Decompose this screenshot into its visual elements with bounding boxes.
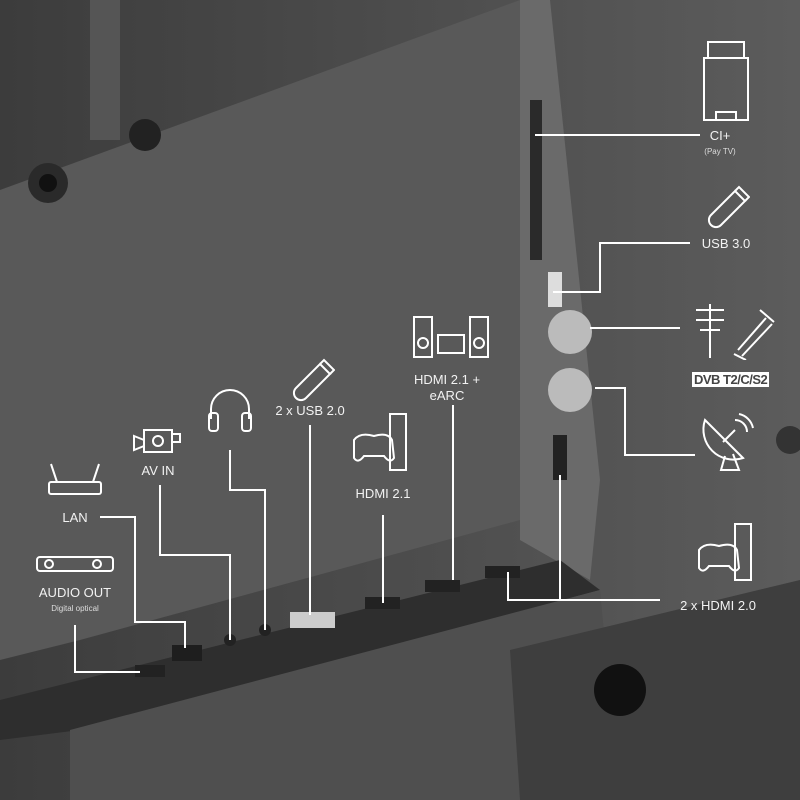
antenna-icon (696, 304, 775, 360)
connector-lines (74, 134, 700, 673)
audio-out-label: AUDIO OUT Digital optical (39, 585, 111, 617)
hdmi21-earc-label-line2: eARC (429, 388, 465, 403)
soundbar-icon (36, 556, 114, 572)
hdmi20-label: 2 x HDMI 2.0 (680, 598, 756, 613)
usb-stick-icon (707, 185, 750, 229)
dvb-logo: DVB T2/C/S2 (692, 372, 770, 387)
usb3-label: USB 3.0 (701, 236, 751, 251)
game-console-icon (698, 523, 752, 581)
ci-label-text: CI+ (709, 128, 731, 143)
audio-out-label-text: AUDIO OUT (38, 585, 112, 600)
camcorder-icon (133, 429, 181, 453)
hdmi21-earc-label-line1: HDMI 2.1 + (413, 372, 481, 387)
router-icon (48, 463, 102, 495)
hdmi21-earc-label: HDMI 2.1 +eARC (414, 372, 480, 404)
av-in-label: AV IN (141, 463, 175, 478)
audio-out-sublabel: Digital optical (51, 604, 99, 613)
satellite-dish-icon (702, 413, 754, 471)
hdmi21-label: HDMI 2.1 (355, 486, 411, 501)
usb-stick-icon (292, 358, 335, 402)
speaker-system-icon (413, 316, 489, 358)
lan-label: LAN (62, 510, 88, 525)
ci-label: CI+ (Pay TV) (704, 128, 735, 160)
headphones-icon (208, 389, 252, 432)
game-console-icon (353, 413, 407, 471)
ci-sublabel: (Pay TV) (704, 147, 736, 156)
dvb-logo-text: DVB T2/C/S2 (692, 372, 770, 387)
usb2-label: 2 x USB 2.0 (275, 403, 345, 418)
ci-card-icon (703, 41, 749, 121)
